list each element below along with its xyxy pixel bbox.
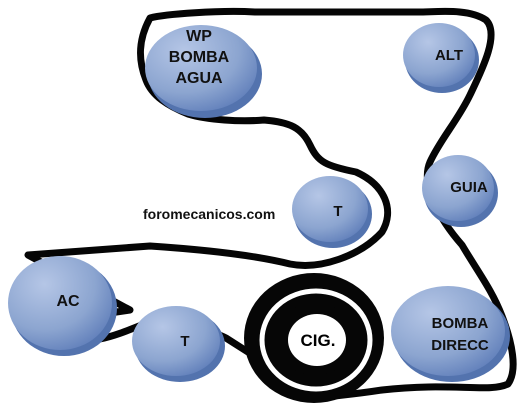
guia-label: GUIA xyxy=(450,179,488,196)
tensioner-pulley-low: T xyxy=(132,306,225,382)
bomba-direcc-label-line2: DIRECC xyxy=(431,337,489,354)
power-steering-pulley: BOMBA DIRECC xyxy=(391,286,510,382)
crankshaft-pulley: CIG. xyxy=(244,273,384,403)
wp-label-line2: BOMBA xyxy=(169,49,230,66)
crank-label: CIG. xyxy=(301,331,336,350)
ac-label: AC xyxy=(56,293,80,310)
tensioner-pulley-mid: T xyxy=(292,176,372,248)
wp-label-line3: AGUA xyxy=(175,70,223,87)
ac-pulley: AC xyxy=(8,256,117,356)
idler-guide-pulley: GUIA xyxy=(422,155,498,227)
wp-label-line1: WP xyxy=(186,28,212,45)
t-low-label: T xyxy=(180,333,189,350)
site-watermark: foromecanicos.com xyxy=(143,206,275,222)
water-pump-pulley: WP BOMBA AGUA xyxy=(145,25,262,118)
bomba-direcc-label-line1: BOMBA xyxy=(432,315,489,332)
alt-label: ALT xyxy=(435,47,463,64)
t-mid-label: T xyxy=(333,203,342,220)
alternator-pulley: ALT xyxy=(403,23,479,93)
